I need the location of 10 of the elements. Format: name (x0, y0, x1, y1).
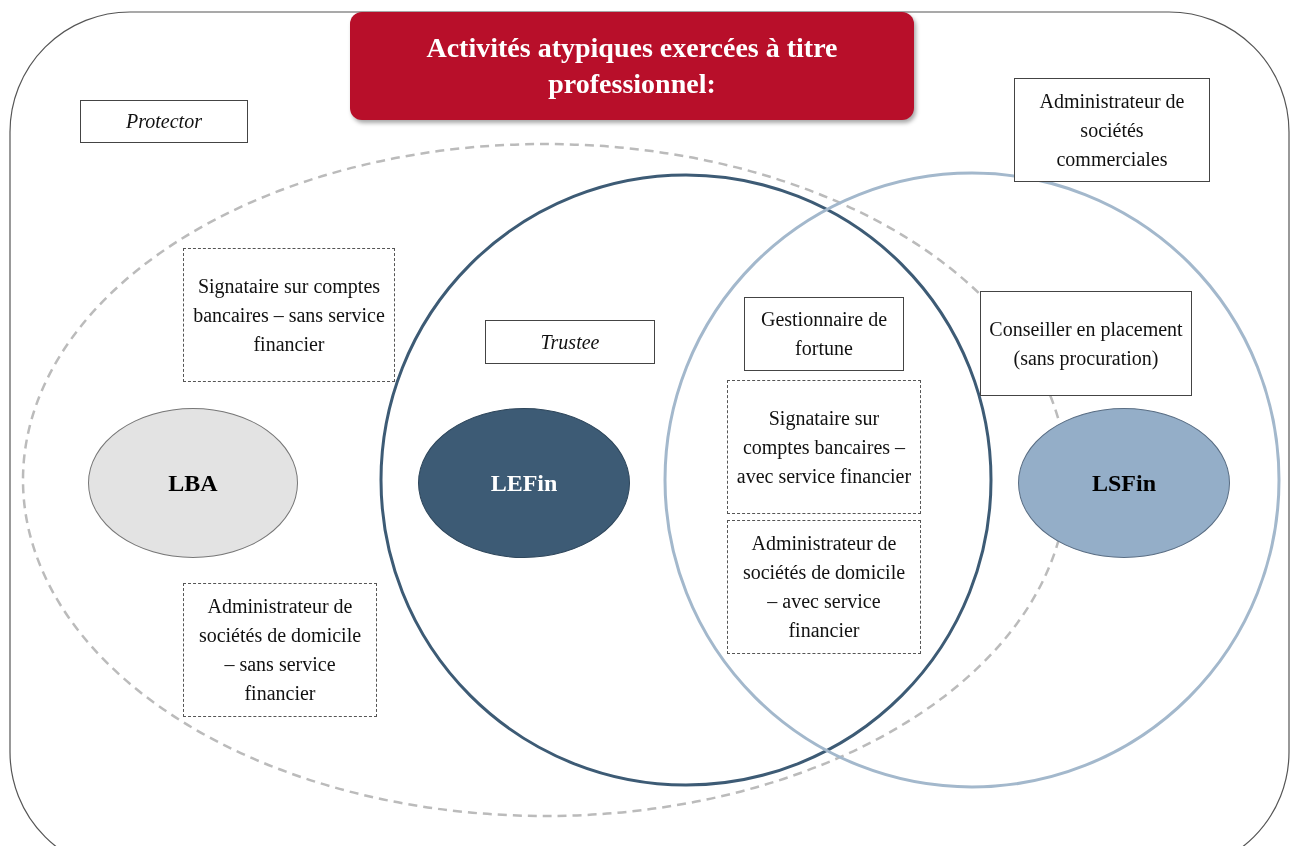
title-banner: Activités atypiques exercées à titre professionnel: (350, 12, 914, 120)
activity-label: Administrateur de sociétés commerciales (1014, 78, 1210, 182)
activity-label: Signataire sur comptes bancaires – avec service financier (727, 380, 921, 514)
activity-label: Administrateur de sociétés de domicile – sans service financier (183, 583, 377, 717)
activity-label: Trustee (485, 320, 655, 364)
activity-label: Signataire sur comptes bancaires – sans service financier (183, 248, 395, 382)
activity-label: Administrateur de sociétés de domicile – avec service financier (727, 520, 921, 654)
activity-label: Gestionnaire de fortune (744, 297, 904, 371)
activity-label: Conseiller en placement (sans procuration) (980, 291, 1192, 396)
activity-label: Protector (80, 100, 248, 143)
